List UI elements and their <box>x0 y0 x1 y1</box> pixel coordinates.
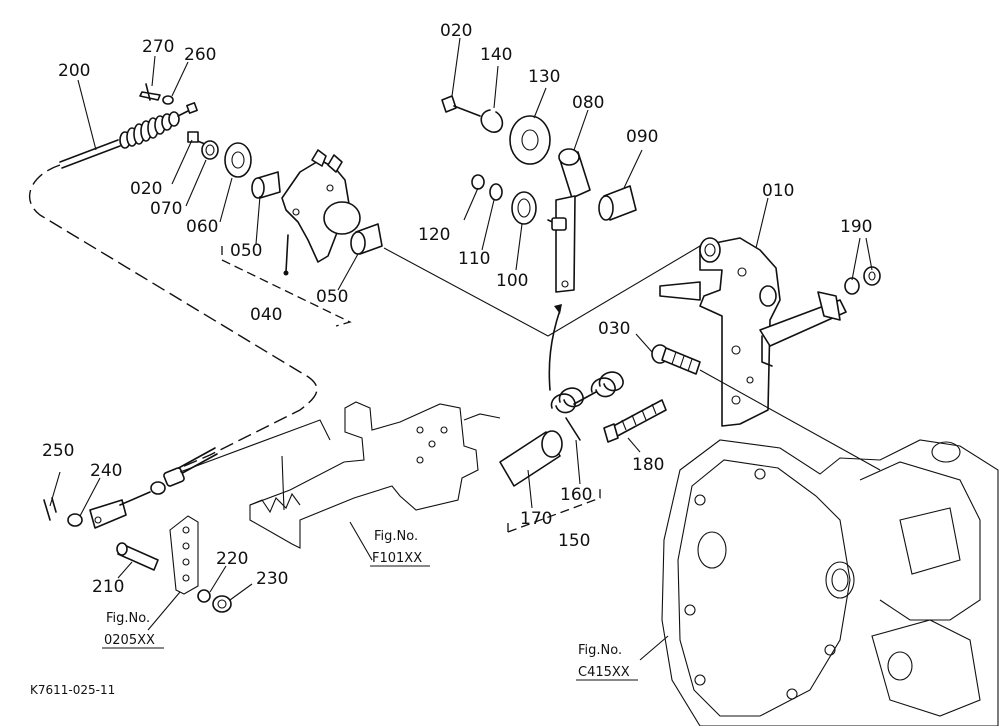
bracket-010 <box>659 237 847 427</box>
callout-180: 180 <box>632 455 664 475</box>
leader-lines <box>49 37 873 661</box>
callout-020-top: 020 <box>440 21 472 41</box>
callout-100: 100 <box>496 271 528 291</box>
nuts-190 <box>844 266 881 295</box>
drawing-code: K7611-025-11 <box>30 683 115 697</box>
callout-090: 090 <box>626 127 658 147</box>
callout-160: 160 <box>560 485 592 505</box>
callout-040: 040 <box>250 305 282 325</box>
nut-230-hole <box>217 599 227 609</box>
callout-110: 110 <box>458 249 490 269</box>
fig-ref-label: Fig.No. <box>106 611 150 626</box>
fig-ref-label: Fig.No. <box>374 529 418 544</box>
cable-reference-line-2 <box>281 455 285 511</box>
callout-250: 250 <box>42 441 74 461</box>
pin-210 <box>116 542 159 571</box>
callout-080: 080 <box>572 93 604 113</box>
figure-reference-f101: Fig.No. F101XX <box>370 529 430 567</box>
callout-170: 170 <box>520 509 552 529</box>
nut-230 <box>212 595 232 613</box>
callout-070: 070 <box>150 199 182 219</box>
figure-reference-c415: Fig.No. C415XX <box>576 643 638 681</box>
reference-bracket-f101 <box>249 401 501 549</box>
callout-140: 140 <box>480 45 512 65</box>
cotter-pin-270 <box>139 83 161 101</box>
callout-050-left: 050 <box>230 241 262 261</box>
reference-housing-c415 <box>661 439 999 726</box>
callout-150: 150 <box>558 531 590 551</box>
callout-030: 030 <box>598 319 630 339</box>
callout-010: 010 <box>762 181 794 201</box>
cable-reference-line <box>179 419 331 473</box>
cable-assembly-200 <box>29 102 318 529</box>
callout-labels: 200 270 260 020 070 060 050 050 040 020 … <box>42 21 872 597</box>
cable-spring <box>119 111 180 149</box>
bolt-030 <box>651 344 701 375</box>
callout-190: 190 <box>840 217 872 237</box>
callout-270: 270 <box>142 37 174 57</box>
spring-assembly-150 <box>499 371 667 533</box>
lever-assembly-040 <box>187 131 383 327</box>
callout-230: 230 <box>256 569 288 589</box>
fig-ref-code: F101XX <box>372 551 422 566</box>
callout-260: 260 <box>184 45 216 65</box>
axis-line-030 <box>699 369 881 471</box>
callout-060: 060 <box>186 217 218 237</box>
fig-ref-code: C415XX <box>578 665 630 680</box>
washer-260 <box>162 95 174 105</box>
axis-line <box>383 245 701 337</box>
figure-reference-0205: Fig.No. 0205XX <box>102 611 164 649</box>
callout-240: 240 <box>90 461 122 481</box>
reference-plate-0205 <box>169 515 199 595</box>
callout-130: 130 <box>528 67 560 87</box>
callout-220: 220 <box>216 549 248 569</box>
callout-120: 120 <box>418 225 450 245</box>
cable-route <box>29 164 318 471</box>
callout-020-left: 020 <box>130 179 162 199</box>
callout-210: 210 <box>92 577 124 597</box>
washer-240 <box>67 513 83 527</box>
fig-ref-label: Fig.No. <box>578 643 622 658</box>
cotter-pin-250 <box>43 497 57 521</box>
fig-ref-code: 0205XX <box>104 633 155 648</box>
washer-220 <box>197 589 211 603</box>
callout-050-right: 050 <box>316 287 348 307</box>
arm-assembly-080 <box>441 95 637 391</box>
callout-200: 200 <box>58 61 90 81</box>
